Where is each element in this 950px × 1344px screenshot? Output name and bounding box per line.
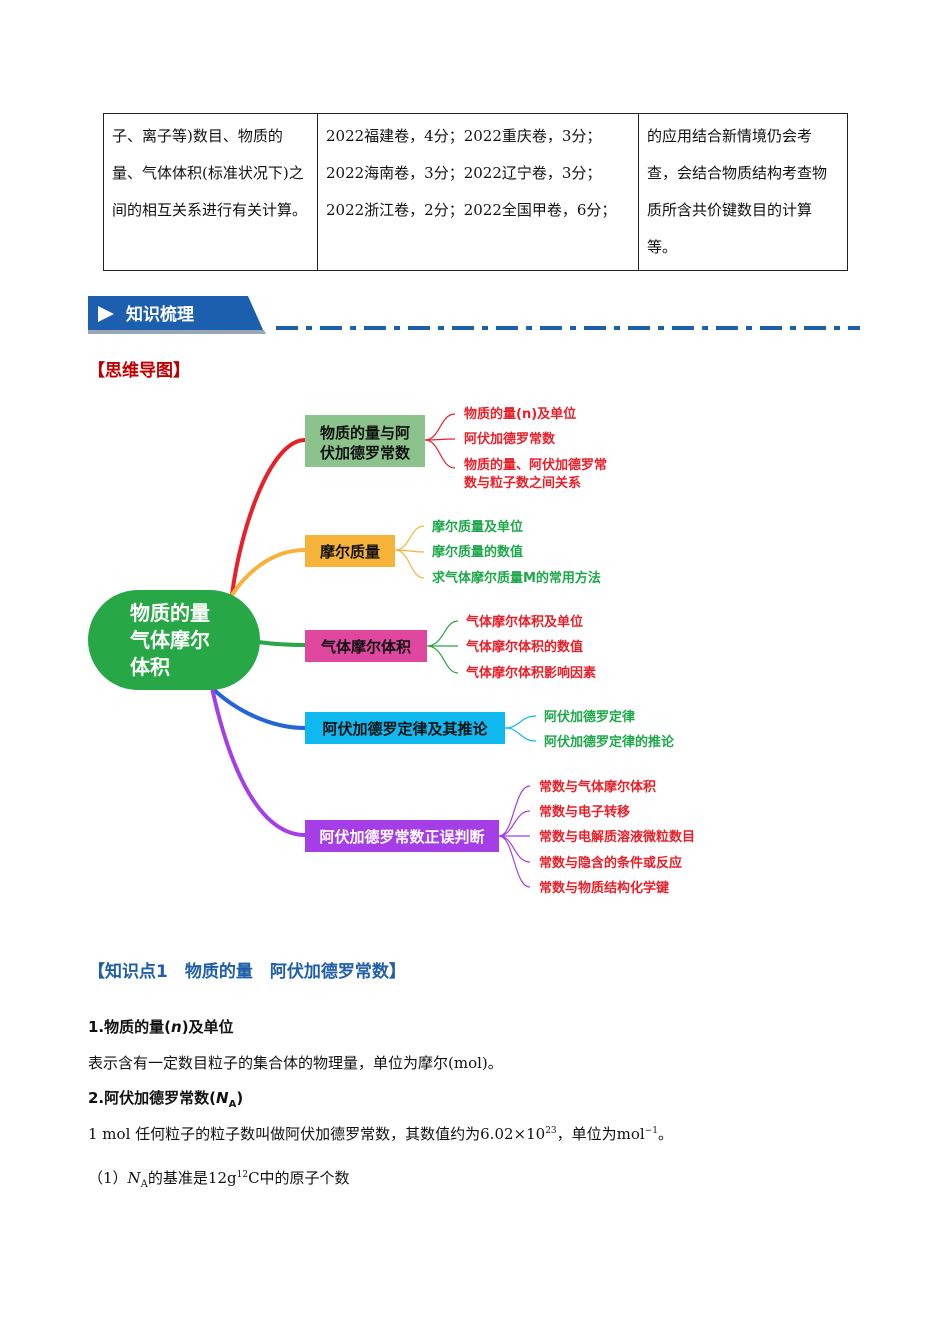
kp1-header: 【知识点1 物质的量 阿伏加德罗常数】 — [88, 962, 406, 982]
leaf-1-1: 物质的量(n)及单位 — [464, 406, 576, 422]
leaf-5-2: 常数与电子转移 — [539, 804, 630, 820]
banner-label: 知识梳理 — [125, 304, 194, 325]
branch-4-label: 阿伏加德罗定律及其推论 — [322, 720, 488, 738]
leaf-5-4: 常数与隐含的条件或反应 — [539, 855, 682, 871]
leaf-3-3: 气体摩尔体积影响因素 — [466, 665, 596, 681]
branch-4-box — [305, 712, 505, 744]
center-line-3: 体积 — [130, 655, 170, 679]
leaf-2-3: 求气体摩尔质量M的常用方法 — [432, 570, 601, 586]
play-arrow-icon — [98, 306, 114, 322]
center-node — [88, 590, 260, 690]
s3-text: （1）NA的基准是12g12C中的原子个数 — [88, 1169, 350, 1190]
leaf-5-5: 常数与物质结构化学键 — [539, 880, 669, 896]
leaf-4-1: 阿伏加德罗定律 — [544, 709, 635, 725]
s2-title: 2.阿伏加德罗常数(NA) — [88, 1089, 244, 1110]
leaf-links-3 — [426, 620, 459, 674]
dash-divider — [276, 326, 860, 330]
link-branch-4 — [210, 686, 306, 730]
leaf-1-2: 阿伏加德罗常数 — [464, 431, 556, 447]
leaf-3-1: 气体摩尔体积及单位 — [466, 614, 583, 630]
leaf-3-2: 气体摩尔体积的数值 — [466, 639, 583, 655]
branch-5-box — [305, 820, 499, 852]
leaf-links-2 — [394, 525, 425, 579]
branch-2-label: 摩尔质量 — [320, 543, 380, 561]
leaf-2-2: 摩尔质量的数值 — [432, 544, 523, 560]
leaf-2-1: 摩尔质量及单位 — [432, 519, 523, 535]
s2-text: 1 mol 任何粒子的粒子数叫做阿伏加德罗常数，其数值约为6.02×1023，单… — [88, 1125, 673, 1143]
center-line-2: 气体摩尔 — [129, 628, 210, 652]
leaf-4-2: 阿伏加德罗定律的推论 — [544, 734, 675, 750]
branch-1-box — [305, 415, 425, 467]
section-banner: 知识梳理 — [88, 296, 266, 334]
link-branch-5 — [210, 687, 306, 837]
branch-1-line-1: 物质的量与阿 — [320, 424, 410, 442]
leaf-5-1: 常数与气体摩尔体积 — [539, 779, 656, 795]
link-branch-1 — [230, 438, 306, 596]
leaf-5-3: 常数与电解质溶液微粒数目 — [539, 829, 695, 845]
leaf-links-4 — [504, 715, 537, 742]
link-branch-2 — [230, 548, 306, 597]
branch-5-label: 阿伏加德罗常数正误判断 — [319, 828, 484, 846]
s1-title: 1.物质的量(n)及单位 — [88, 1018, 234, 1036]
leaf-links-1 — [424, 413, 456, 469]
branch-2-box — [305, 535, 395, 567]
link-branch-3 — [257, 640, 306, 647]
mindmap-header: 【思维导图】 — [88, 361, 190, 381]
leaf-1-3b: 数与粒子数之间关系 — [464, 475, 581, 491]
table-cell-trend: 的应用结合新情境仍会考查，会结合物质结构考查物质所含共价键数目的计算等。 — [638, 113, 848, 271]
center-line-1: 物质的量 — [130, 601, 210, 625]
branch-3-box — [305, 630, 427, 662]
branch-3-label: 气体摩尔体积 — [320, 638, 411, 656]
table-cell-objective: 子、离子等)数目、物质的量、气体体积(标准状况下)之间的相互关系进行有关计算。 — [103, 113, 318, 271]
exam-info-table: 子、离子等)数目、物质的量、气体体积(标准状况下)之间的相互关系进行有关计算。 … — [103, 113, 848, 271]
mind-map: 物质的量 气体摩尔 体积 物质的量与阿 伏加德罗常数 摩尔质量 气体摩尔体积 阿… — [88, 406, 695, 896]
leaf-1-3a: 物质的量、阿伏加德罗常 — [464, 457, 607, 473]
table-cell-exams: 2022福建卷，4分；2022重庆卷，3分；2022海南卷，3分；2022辽宁卷… — [317, 113, 639, 271]
s1-text: 表示含有一定数目粒子的集合体的物理量，单位为摩尔(mol)。 — [88, 1054, 503, 1072]
branch-1-line-2: 伏加德罗常数 — [320, 444, 411, 462]
leaf-links-5 — [498, 785, 531, 888]
